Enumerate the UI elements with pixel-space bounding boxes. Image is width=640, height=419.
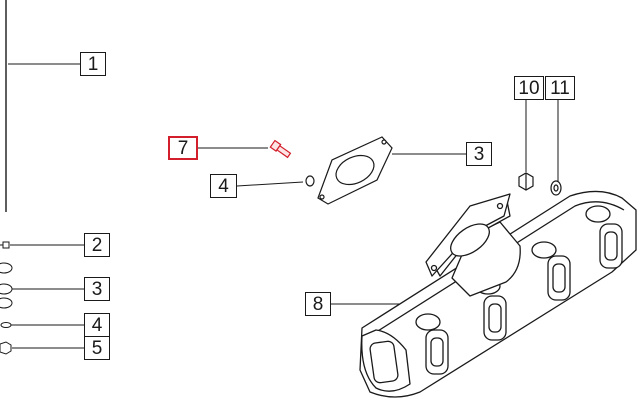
callout-1[interactable]: 1: [80, 52, 106, 76]
callout-4[interactable]: 4: [84, 313, 110, 337]
callout-3[interactable]: 3: [466, 142, 492, 166]
callout-2[interactable]: 2: [84, 233, 110, 257]
callout-5[interactable]: 5: [84, 336, 110, 360]
callout-11[interactable]: 11: [545, 76, 575, 100]
washer-icon: [0, 322, 12, 328]
callout-7-selected[interactable]: 7: [168, 136, 198, 160]
exhaust-manifold-icon: [359, 190, 637, 398]
nut-icon: [0, 341, 12, 355]
gasket-icon: [317, 136, 393, 205]
washer-icon: [305, 175, 315, 187]
nut-icon: [518, 172, 534, 191]
callout-4[interactable]: 4: [210, 174, 237, 198]
screw-icon: [269, 139, 292, 159]
leader-lines: [8, 63, 559, 349]
small-parts-left: [0, 241, 13, 355]
callout-8[interactable]: 8: [305, 292, 331, 316]
callout-3[interactable]: 3: [84, 277, 110, 301]
washer-icon: [550, 180, 562, 196]
bolt-icon: [2, 241, 10, 249]
flange-icon: [0, 262, 13, 274]
callout-10[interactable]: 10: [514, 76, 544, 100]
